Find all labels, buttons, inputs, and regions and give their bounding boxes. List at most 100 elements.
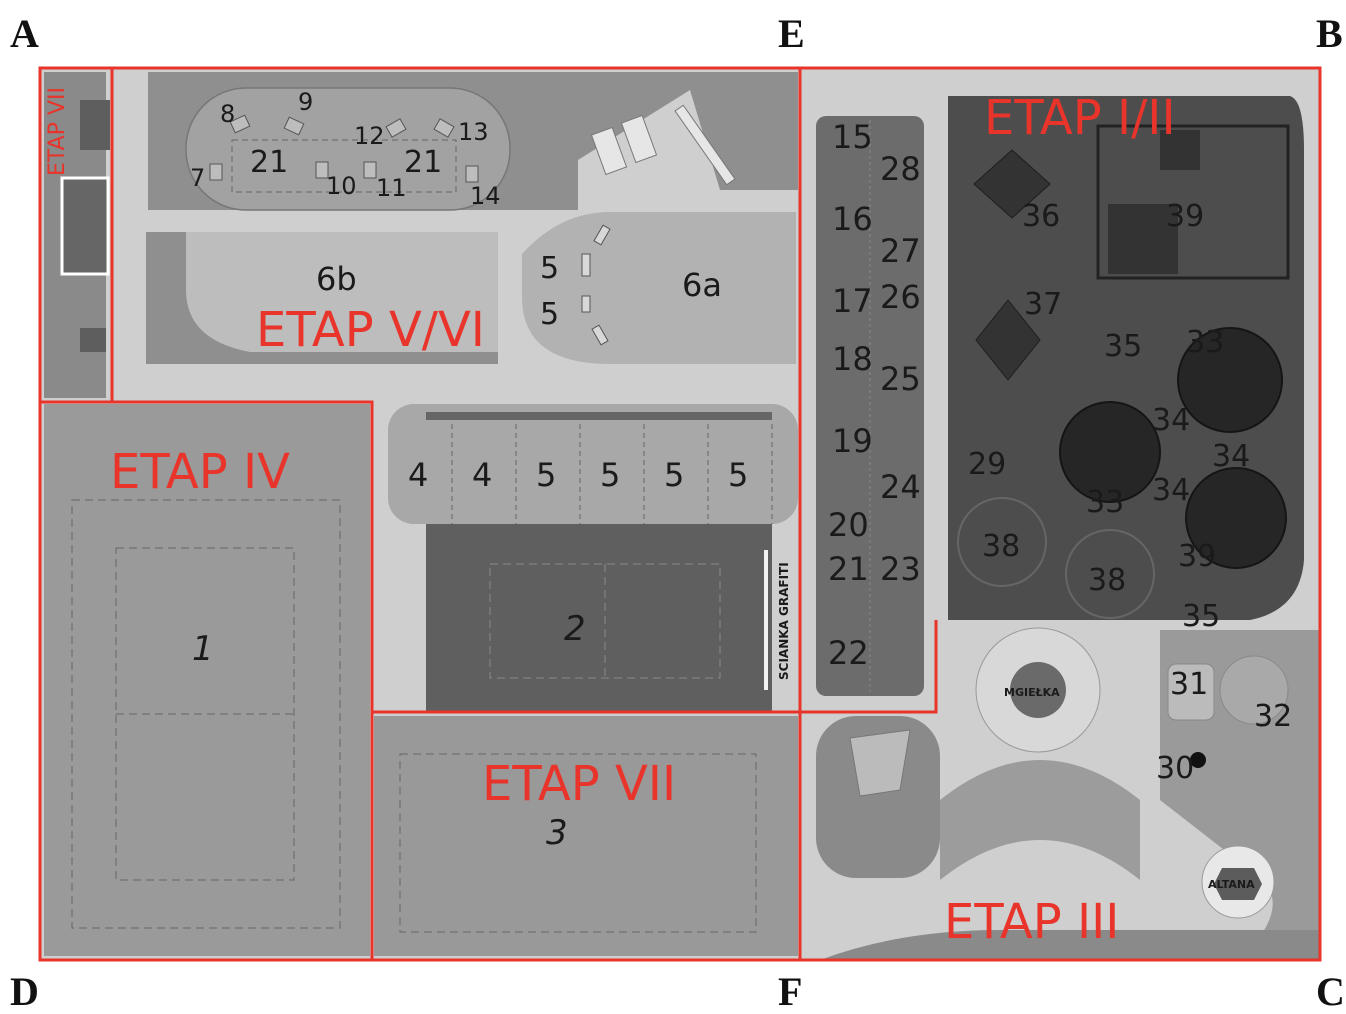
graffiti-wall — [764, 550, 768, 690]
label-21a: 21 — [250, 145, 288, 180]
label-34a: 34 — [1152, 403, 1190, 438]
label-30: 30 — [1156, 751, 1194, 786]
amphitheatre — [940, 760, 1140, 880]
path-6 — [498, 232, 522, 364]
label-6b: 6b — [316, 260, 357, 298]
label-33a: 33 — [1186, 325, 1224, 360]
etap-i-ii-label: ETAP I/II — [984, 90, 1176, 146]
corner-label-d: D — [10, 969, 39, 1014]
court-label-2: 2 — [564, 609, 586, 649]
court-1-inner — [115, 547, 295, 881]
corner-label-c: C — [1316, 969, 1345, 1014]
side-building — [80, 100, 110, 150]
label-6a: 6a — [682, 266, 722, 304]
strip-20: 20 — [828, 506, 869, 544]
area-32 — [1219, 655, 1289, 725]
court-2 — [426, 524, 772, 712]
field-6b — [186, 232, 498, 352]
top-right-lawn — [578, 72, 798, 190]
corner-label-b: B — [1316, 11, 1343, 56]
strip-left-numbers: 15 16 17 18 19 20 21 22 — [828, 118, 873, 672]
court-row-numbers: 4 4 5 5 5 5 — [408, 456, 748, 494]
label-39a: 39 — [1166, 199, 1204, 234]
label-36: 36 — [1022, 199, 1060, 234]
lawn-bottom — [820, 930, 1320, 960]
label-37: 37 — [1024, 287, 1062, 322]
label-33b: 33 — [1086, 485, 1124, 520]
strip-28: 28 — [880, 150, 921, 188]
label-5-field-b: 5 — [540, 297, 559, 332]
label-8: 8 — [220, 100, 235, 128]
strip-24: 24 — [880, 468, 921, 506]
court-1-outer — [71, 499, 341, 929]
strip-22: 22 — [828, 634, 869, 672]
altana-label: ALTANA — [1208, 878, 1255, 891]
oval-inner — [231, 139, 457, 193]
court-2-lines — [489, 563, 721, 679]
strip-21: 21 — [828, 550, 869, 588]
corner-label-f: F — [778, 969, 803, 1014]
label-14: 14 — [470, 182, 501, 210]
strip-26: 26 — [880, 278, 921, 316]
play-equipment — [957, 124, 1290, 619]
strip-17: 17 — [832, 282, 873, 320]
parking-stalls — [590, 104, 736, 186]
label-38a: 38 — [982, 529, 1020, 564]
mgielka-label: MGIEŁKA — [1004, 686, 1060, 699]
right-area-numbers: 36 39 37 35 33 34 34 29 33 34 38 38 39 3… — [968, 199, 1292, 786]
graffiti-label: SCIANKA GRAFITI — [777, 562, 791, 680]
label-34c: 34 — [1152, 473, 1190, 508]
marker-30 — [1190, 752, 1206, 768]
top-left-numbers: 8 9 12 13 7 21 10 11 21 14 — [190, 88, 501, 210]
etap-v-vi-label: ETAP V/VI — [256, 302, 485, 358]
court-label-1: 1 — [192, 629, 214, 669]
side-pavilion — [60, 176, 110, 276]
parking-strip — [816, 116, 924, 696]
label-11: 11 — [376, 174, 407, 202]
court-3-area — [374, 716, 798, 956]
etap-iii-label: ETAP III — [944, 894, 1119, 950]
stage-boundaries — [38, 66, 1322, 962]
court-label-5c: 5 — [664, 456, 684, 494]
label-12: 12 — [354, 122, 385, 150]
court-label-3: 3 — [546, 813, 568, 853]
court-3-lines — [399, 753, 757, 933]
label-29: 29 — [968, 447, 1006, 482]
etap-iv-label: ETAP IV — [110, 444, 290, 500]
lawn-left-bottom — [816, 716, 940, 878]
etap-vii-label: ETAP VII — [482, 756, 676, 812]
label-39b: 39 — [1178, 539, 1216, 574]
etap-vii-side-label: ETAP VII — [45, 87, 70, 176]
corner-label-a: A — [10, 11, 39, 56]
courts-dividers — [451, 424, 773, 524]
strip-19: 19 — [832, 422, 873, 460]
label-10: 10 — [326, 172, 357, 200]
strip-18: 18 — [832, 340, 873, 378]
court-label-5a: 5 — [536, 456, 556, 494]
courts-fence — [426, 412, 772, 420]
label-7: 7 — [190, 164, 205, 192]
court-label-5b: 5 — [600, 456, 620, 494]
courts-row-area — [388, 404, 798, 524]
sculpture — [849, 729, 911, 797]
area-31 — [1167, 663, 1215, 721]
label-34b: 34 — [1212, 439, 1250, 474]
field-6a-equipment — [581, 224, 611, 346]
label-13: 13 — [458, 118, 489, 146]
strip-27: 27 — [880, 232, 921, 270]
benches — [209, 114, 479, 183]
strip-23: 23 — [880, 550, 921, 588]
side-small-building — [80, 328, 106, 352]
label-9: 9 — [298, 88, 313, 116]
label-38b: 38 — [1088, 563, 1126, 598]
mgielka-fountain — [1010, 662, 1066, 718]
oval-area — [185, 87, 511, 211]
strip-25: 25 — [880, 360, 921, 398]
field-6a — [522, 212, 796, 364]
court-label-4b: 4 — [472, 456, 492, 494]
strip-right-numbers: 28 27 26 25 24 23 — [880, 150, 921, 588]
strip-16: 16 — [832, 200, 873, 238]
court-1-area — [44, 404, 370, 956]
corner-label-e: E — [778, 11, 805, 56]
